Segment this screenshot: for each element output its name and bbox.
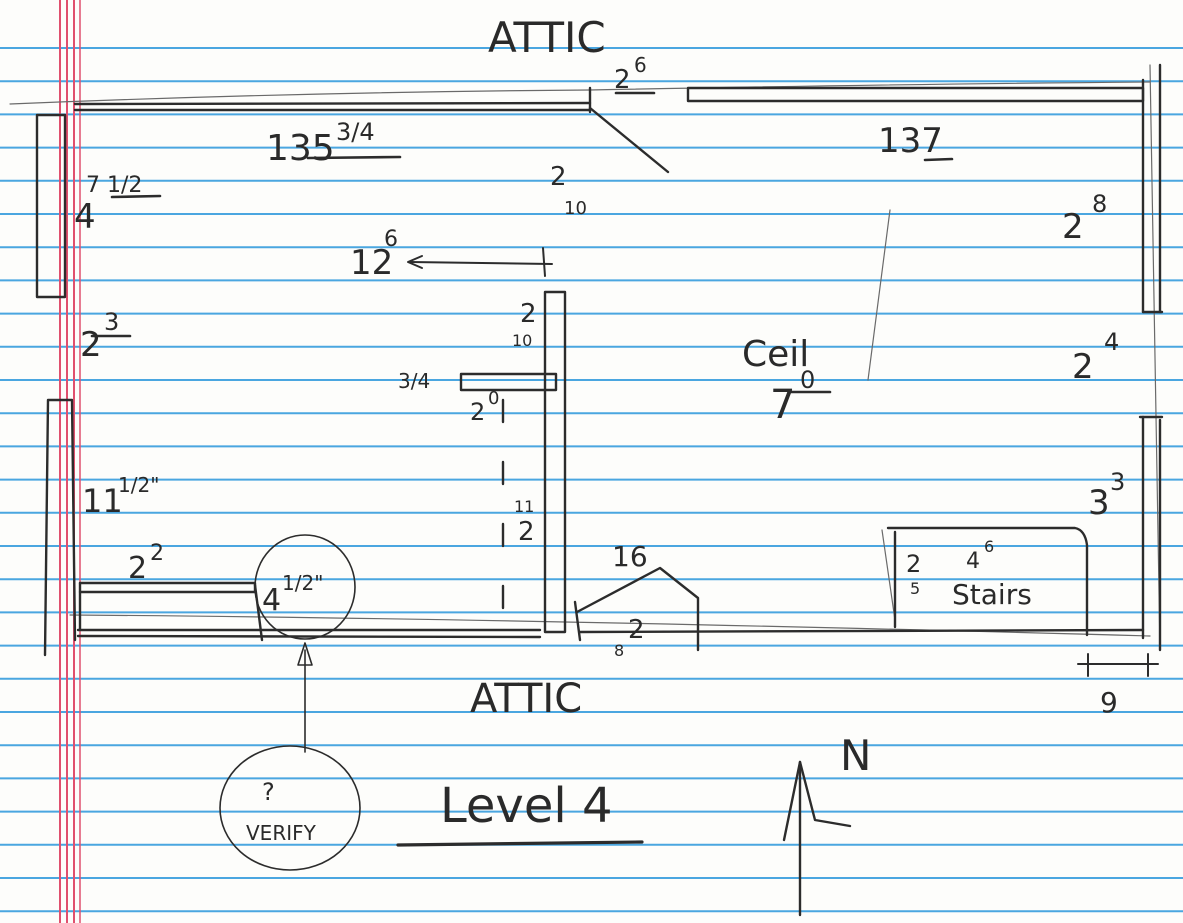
dim-left-wall-a: 4 — [74, 197, 96, 237]
dim-partition-2-10-sub: 10 — [512, 331, 532, 350]
dim-bottom-22-sup: 2 — [150, 541, 164, 566]
dim-shelf-2-sup: 0 — [488, 388, 499, 409]
dimension-arrow-126 — [407, 247, 553, 277]
ceiling-label: Ceil — [742, 334, 809, 375]
dim-left-11: 11 — [82, 482, 123, 520]
dim-126: 12 — [350, 243, 393, 283]
stairs-label: Stairs — [952, 578, 1032, 611]
verify-callout — [219, 534, 361, 871]
shelf — [459, 372, 558, 392]
wall-left-lower — [43, 398, 77, 657]
verify-label: VERIFY — [246, 821, 317, 845]
dim-left-23: 2 — [80, 325, 102, 365]
verify-circle-bottom — [219, 745, 361, 871]
dim-right-33: 3 — [1088, 483, 1110, 523]
door-top — [588, 106, 670, 174]
attic-top-label: ATTIC — [488, 13, 606, 62]
stairs-dim-b: 4 — [966, 549, 980, 574]
stairs-box — [886, 526, 1089, 637]
dim-right-28: 2 — [1062, 207, 1084, 247]
dim-left-23-sup: 3 — [104, 308, 119, 336]
north-arrow — [782, 760, 852, 917]
stair-door — [575, 566, 700, 652]
dim-partition-2-11-sub: 11 — [514, 497, 534, 516]
dim-top-left: 135 — [266, 128, 335, 169]
partition-wall — [543, 290, 567, 634]
margin-lines — [59, 0, 81, 923]
verify-question: ? — [262, 778, 275, 806]
dimension-corner-9 — [1077, 653, 1159, 677]
dim-top-right: 137 — [878, 121, 943, 161]
dim-126-sup: 6 — [384, 227, 398, 252]
dim-right-33-sup: 3 — [1110, 468, 1125, 496]
underlines — [90, 91, 954, 847]
dim-left-11-frac: 1/2" — [118, 473, 159, 497]
dim-right-28-sup: 8 — [1092, 190, 1107, 218]
dim-stair-door-b: 2 — [628, 615, 645, 645]
stairs-dim-a-sub: 5 — [910, 579, 920, 598]
dim-corner-9: 9 — [1100, 686, 1118, 719]
dim-right-24-sup: 4 — [1104, 328, 1119, 356]
dim-left-wall-a-frac: 7 1/2 — [86, 173, 142, 198]
dim-shelf: 3/4 — [398, 369, 430, 393]
ceiling-height-sup: 0 — [800, 366, 815, 394]
dim-stair-door: 16 — [612, 540, 648, 573]
dim-shelf-2: 2 — [470, 398, 485, 426]
level-title: Level 4 — [440, 778, 613, 834]
verify-circle-top — [254, 534, 356, 640]
dim-bottom-4-frac: 1/2" — [282, 571, 323, 595]
walls — [35, 63, 1164, 657]
stairs-dim-a: 2 — [906, 550, 921, 578]
north-label: N — [840, 731, 871, 780]
wall-bottom-right — [578, 628, 1145, 634]
dim-door-top: 2 — [614, 65, 631, 95]
dim-partition-2-10: 2 — [520, 299, 537, 329]
attic-bottom-label: ATTIC — [470, 676, 582, 722]
dim-door-top-sup: 6 — [634, 53, 647, 77]
window-left-upper — [35, 113, 67, 299]
ceiling-height: 7 — [770, 382, 795, 428]
dim-bottom-4: 4 — [262, 583, 281, 618]
dim-partition-2-11: 2 — [518, 517, 535, 547]
labels: ATTIC ATTIC 2 6 135 3/4 137 4 7 1/2 2 3 … — [74, 13, 1125, 845]
stairs-dim-b-sup: 6 — [984, 537, 994, 556]
dim-right-24: 2 — [1072, 347, 1094, 387]
dim-partition-top: 2 — [550, 162, 567, 192]
dim-top-left-frac: 3/4 — [336, 118, 375, 146]
dim-stair-door-b-sub: 8 — [614, 641, 624, 660]
dim-partition-top-sub: 10 — [564, 198, 587, 219]
dim-bottom-22: 2 — [128, 551, 147, 586]
ruled-lines — [0, 47, 1183, 913]
